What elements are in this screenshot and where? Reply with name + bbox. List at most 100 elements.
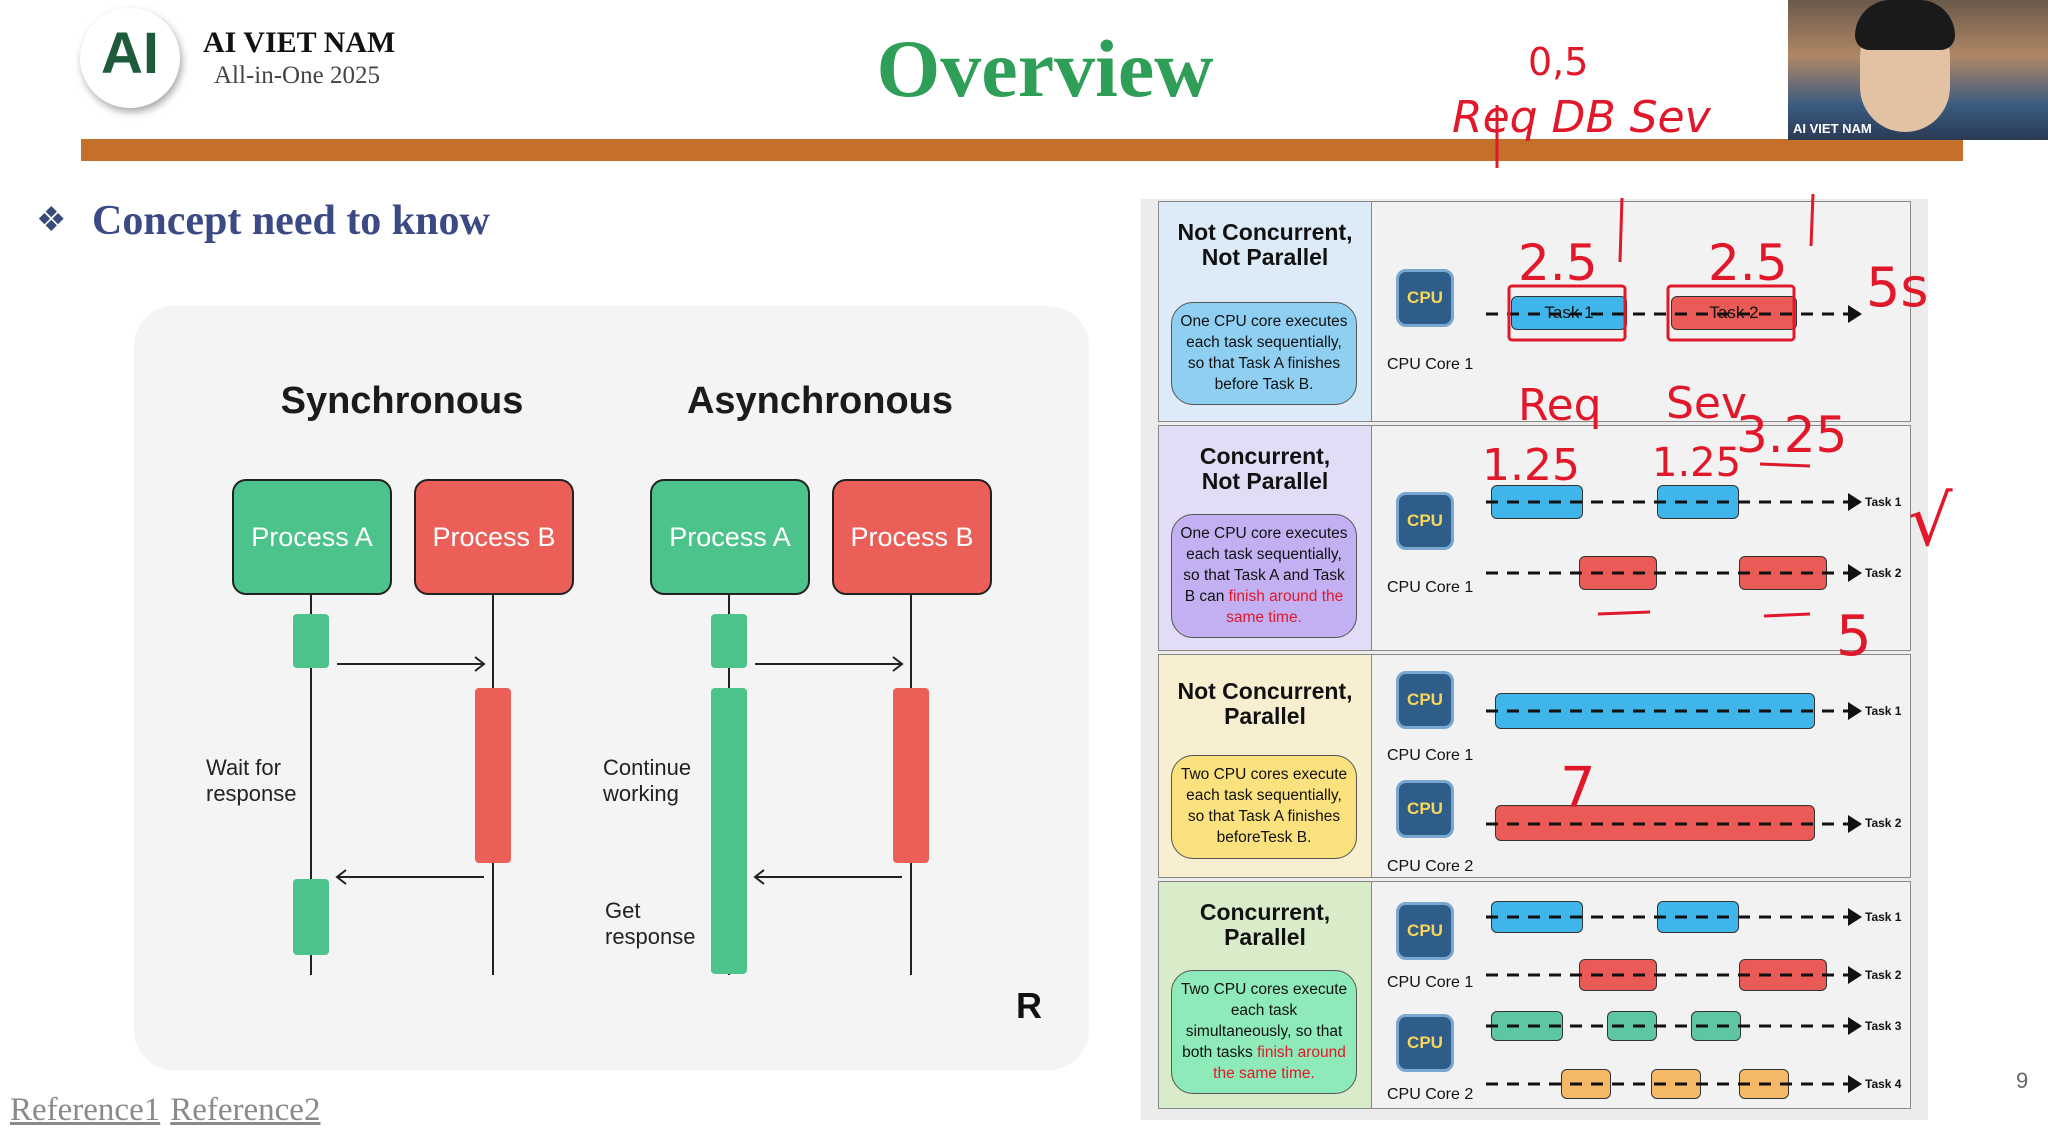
annotation-1-25-b: 1.25 — [1652, 440, 1742, 486]
cpu-chip-icon — [1396, 492, 1454, 550]
cpu-core-label-2: CPU Core 2 — [1387, 858, 1474, 875]
task-label-2: Task 2 — [1865, 816, 1902, 830]
cpu-chip-icon-core2 — [1396, 780, 1454, 838]
row-description: One CPU core executes each task sequenti… — [1171, 302, 1357, 405]
logo-circle — [80, 8, 180, 108]
async-activation-a2 — [711, 688, 747, 974]
row-not-concurrent-not-parallel: Not Concurrent, Not Parallel One CPU cor… — [1158, 201, 1911, 422]
task-label-1: Task 1 — [1865, 704, 1902, 718]
cpu-chip-label: CPU — [1407, 288, 1443, 307]
reference-link-2[interactable]: Reference2 — [170, 1092, 321, 1128]
annotation-1-25-a: 1.25 — [1482, 440, 1580, 491]
row-label: Not Concurrent, Parallel Two CPU cores e… — [1159, 655, 1372, 877]
task-label-1: Task 1 — [1865, 495, 1902, 509]
row-concurrent-parallel: Concurrent, Parallel Two CPU cores execu… — [1158, 881, 1911, 1109]
cpu-chip-icon-core1 — [1396, 671, 1454, 729]
annotation-5: 5 — [1836, 604, 1872, 669]
cpu-chip-label: CPU — [1407, 921, 1443, 940]
webcam-label: AI VIET NAM — [1793, 121, 1872, 136]
sync-process-b: Process B — [414, 479, 574, 595]
sync-activation-a1 — [293, 614, 329, 668]
async-title: Asynchronous — [686, 380, 954, 422]
row-label: Concurrent, Not Parallel One CPU core ex… — [1159, 426, 1372, 650]
annotation-7: 7 — [1560, 756, 1596, 821]
annotation-req: Req — [1518, 380, 1602, 431]
cpu-core-label-1: CPU Core 1 — [1387, 974, 1474, 991]
cpu-chip-icon — [1396, 269, 1454, 327]
cpu-core-label: CPU Core 1 — [1387, 579, 1474, 596]
row-description: Two CPU cores execute each task sequenti… — [1171, 755, 1357, 859]
brand-subtitle: All-in-One 2025 — [214, 62, 380, 89]
annotation-sev: Sev — [1666, 378, 1748, 429]
row-label: Concurrent, Parallel Two CPU cores execu… — [1159, 882, 1372, 1108]
task3-segment-3 — [1691, 1011, 1741, 1041]
annotation-check: √ — [1908, 480, 1953, 562]
annotation-req-db-sev: Req DB Sev — [1452, 92, 1711, 143]
task-label-1: Task 1 — [1865, 910, 1902, 924]
presenter-hair — [1855, 0, 1955, 50]
annotation-2-5-a: 2.5 — [1518, 234, 1598, 292]
logo-mark: AI — [101, 21, 159, 86]
row-description-text: One CPU core executes each task sequenti… — [1180, 525, 1348, 605]
diamond-bullet-icon: ❖ — [36, 201, 67, 239]
page-number: 9 — [2016, 1068, 2029, 1093]
async-process-b: Process B — [832, 479, 992, 595]
row-title-2: Not Parallel — [1201, 244, 1329, 270]
row-title-1: Not Concurrent, — [1177, 678, 1353, 704]
sync-activation-b — [475, 688, 511, 863]
annotation-2-5-b: 2.5 — [1708, 234, 1788, 292]
page-title: Overview — [876, 23, 1214, 114]
task-label-2: Task 2 — [1865, 968, 1902, 982]
cpu-core-label-1: CPU Core 1 — [1387, 747, 1474, 764]
row-description: One CPU core executes each task sequenti… — [1171, 514, 1357, 638]
sync-title: Synchronous — [280, 380, 524, 422]
sync-process-a: Process A — [232, 479, 392, 595]
cpu-core-label: CPU Core 1 — [1387, 356, 1474, 373]
continue-note-line1: Continue — [603, 755, 692, 780]
continue-note-line2: working — [603, 781, 679, 806]
reference-link-1[interactable]: Reference1 — [10, 1092, 161, 1128]
row-description-highlight: finish around the same time. — [1213, 1044, 1346, 1082]
row-title-2: Parallel — [1224, 703, 1306, 729]
cpu-chip-label: CPU — [1407, 690, 1443, 709]
get-note-line1: Get — [605, 898, 641, 923]
section-heading: Concept need to know — [92, 198, 490, 244]
annotation-3-25: 3.25 — [1736, 406, 1848, 464]
cpu-chip-icon-core2 — [1396, 1014, 1454, 1072]
cpu-chip-label: CPU — [1407, 799, 1443, 818]
row-description: Two CPU cores execute each task simultan… — [1171, 970, 1357, 1094]
cpu-chip-label: CPU — [1407, 1033, 1443, 1052]
annotation-0-5: 0,5 — [1528, 40, 1589, 84]
row-title-1: Concurrent, — [1199, 443, 1331, 469]
row-concurrent-not-parallel: Concurrent, Not Parallel One CPU core ex… — [1158, 425, 1911, 651]
row-description-highlight: finish around the same time. — [1226, 588, 1344, 626]
row-title-2: Not Parallel — [1201, 468, 1329, 494]
async-activation-a1 — [711, 614, 747, 668]
annotation-5s: 5s — [1866, 256, 1929, 319]
wait-note-line1: Wait for — [206, 755, 281, 780]
task-label-4: Task 4 — [1865, 1077, 1902, 1091]
task-label-3: Task 3 — [1865, 1019, 1902, 1033]
cpu-chip-icon-core1 — [1396, 902, 1454, 960]
title-divider-bar — [81, 139, 1963, 161]
row-not-concurrent-parallel: Not Concurrent, Parallel Two CPU cores e… — [1158, 654, 1911, 878]
cpu-chip-label: CPU — [1407, 511, 1443, 530]
task-bar-2: Task 2 — [1671, 296, 1797, 330]
row-title-1: Not Concurrent, — [1177, 219, 1353, 245]
wait-note-line2: response — [206, 781, 297, 806]
task-label-2: Task 2 — [1865, 566, 1902, 580]
cpu-core-label-2: CPU Core 2 — [1387, 1086, 1474, 1103]
corner-logo: R — [1016, 985, 1042, 1026]
async-activation-b — [893, 688, 929, 863]
get-note-line2: response — [605, 924, 696, 949]
row-title-2: Parallel — [1224, 924, 1306, 950]
row-label: Not Concurrent, Not Parallel One CPU cor… — [1159, 202, 1372, 421]
sync-lifeline-a — [310, 593, 312, 975]
row-title-1: Concurrent, — [1199, 899, 1331, 925]
row-description-text: Two CPU cores execute each task simultan… — [1180, 981, 1348, 1061]
sync-activation-a2 — [293, 879, 329, 955]
